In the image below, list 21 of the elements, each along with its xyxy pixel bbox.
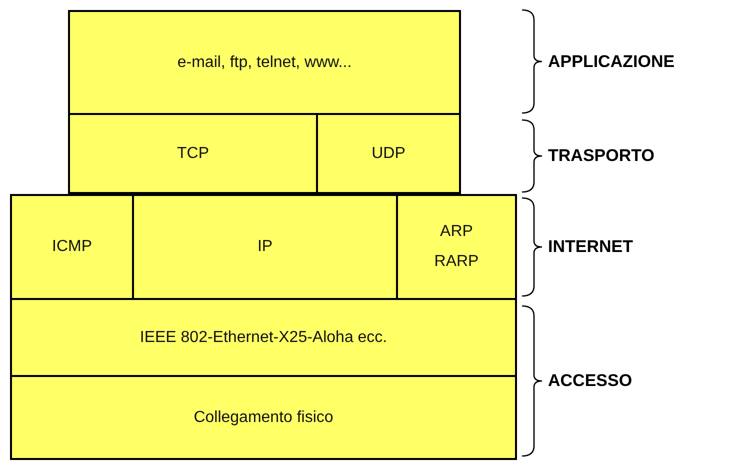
protocol-label: e-mail, ftp, telnet, www...	[177, 52, 352, 72]
layer-name: INTERNET	[548, 237, 633, 257]
layer-box	[10, 375, 517, 460]
layer-name: TRASPORTO	[548, 146, 654, 166]
layer-name: APPLICAZIONE	[548, 52, 675, 72]
layer-box	[68, 113, 318, 194]
layer-name: ACCESSO	[548, 371, 632, 391]
protocol-label: TCP	[177, 144, 209, 164]
protocol-label: IP	[257, 237, 273, 257]
protocol-label: IEEE 802-Ethernet-X25-Aloha ecc.	[140, 328, 388, 348]
layer-box	[316, 113, 461, 194]
layer-box	[132, 194, 398, 300]
protocol-label: ICMP	[52, 237, 92, 257]
protocol-label: RARP	[434, 252, 479, 272]
layer-box	[396, 194, 517, 300]
layer-box	[68, 10, 461, 115]
protocol-label: Collegamento fisico	[194, 408, 334, 428]
layer-box	[10, 194, 134, 300]
protocol-label: ARP	[440, 222, 473, 242]
protocol-label: UDP	[372, 144, 406, 164]
layer-box	[10, 298, 517, 377]
